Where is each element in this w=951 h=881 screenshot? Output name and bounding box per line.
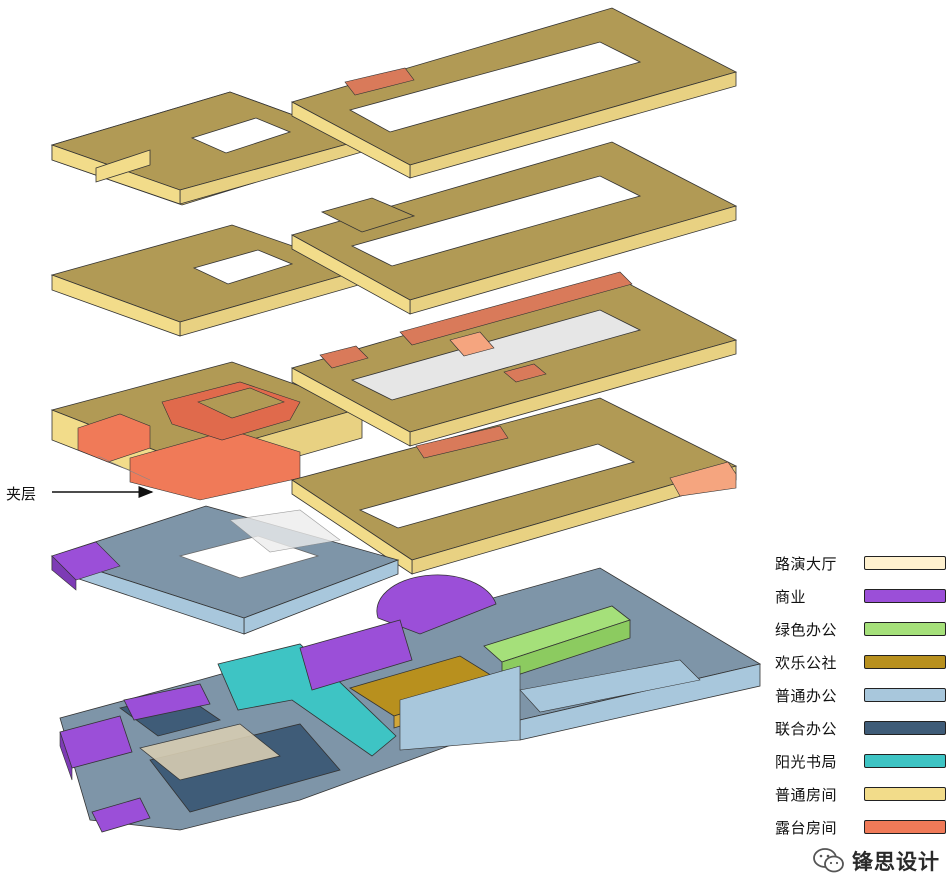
legend-swatch xyxy=(864,622,946,636)
legend-swatch xyxy=(864,655,946,669)
legend-swatch xyxy=(864,787,946,801)
legend-label: 普通房间 xyxy=(775,786,838,804)
legend-item-terrace-room: 露台房间 xyxy=(772,812,948,845)
watermark-text: 锋思设计 xyxy=(852,850,940,874)
legend-swatch xyxy=(864,820,946,834)
watermark: 锋思设计 xyxy=(812,846,940,876)
floor-5-right-wing xyxy=(290,7,738,179)
floor-3 xyxy=(50,271,738,501)
legend-item-regular-room: 普通房间 xyxy=(772,779,948,812)
floor-4 xyxy=(50,141,738,337)
legend-label: 普通办公 xyxy=(775,687,838,705)
floor-5 xyxy=(50,7,738,206)
legend-swatch xyxy=(864,721,946,735)
legend-swatch xyxy=(864,754,946,768)
floor-2 xyxy=(291,397,738,575)
ground-floor xyxy=(59,567,762,833)
mezzanine-label: 夹层 xyxy=(6,485,37,503)
legend-item-sunshine-bookstore: 阳光书局 xyxy=(772,746,948,779)
legend-label: 路演大厅 xyxy=(775,555,838,573)
legend-swatch xyxy=(864,556,946,570)
floor-4-left-wing xyxy=(50,224,364,337)
legend-label: 商业 xyxy=(775,588,807,606)
legend-item-joint-office: 联合办公 xyxy=(772,713,948,746)
legend-item-regular-office: 普通办公 xyxy=(772,680,948,713)
legend-label: 联合办公 xyxy=(775,720,838,738)
legend-label: 阳光书局 xyxy=(775,753,838,771)
floor-3-left-wing xyxy=(50,361,364,501)
legend-item-roadshow-hall: 路演大厅 xyxy=(772,548,948,581)
floor-1 xyxy=(50,505,400,635)
floor-4-right-wing xyxy=(290,141,738,315)
legend-item-green-office: 绿色办公 xyxy=(772,614,948,647)
legend-item-commercial: 商业 xyxy=(772,581,948,614)
wechat-icon xyxy=(813,848,844,873)
legend-label: 露台房间 xyxy=(775,819,838,837)
legend-item-happy-commune: 欢乐公社 xyxy=(772,647,948,680)
floor-5-left-wing xyxy=(50,91,364,206)
legend-label: 欢乐公社 xyxy=(775,654,838,672)
legend: 路演大厅 商业 绿色办公 欢乐公社 普通办公 联合办公 阳光书局 普通房间 露台… xyxy=(772,548,948,845)
floor-3-right-wing xyxy=(290,271,738,447)
legend-swatch xyxy=(864,688,946,702)
legend-swatch xyxy=(864,589,946,603)
legend-label: 绿色办公 xyxy=(775,621,838,639)
